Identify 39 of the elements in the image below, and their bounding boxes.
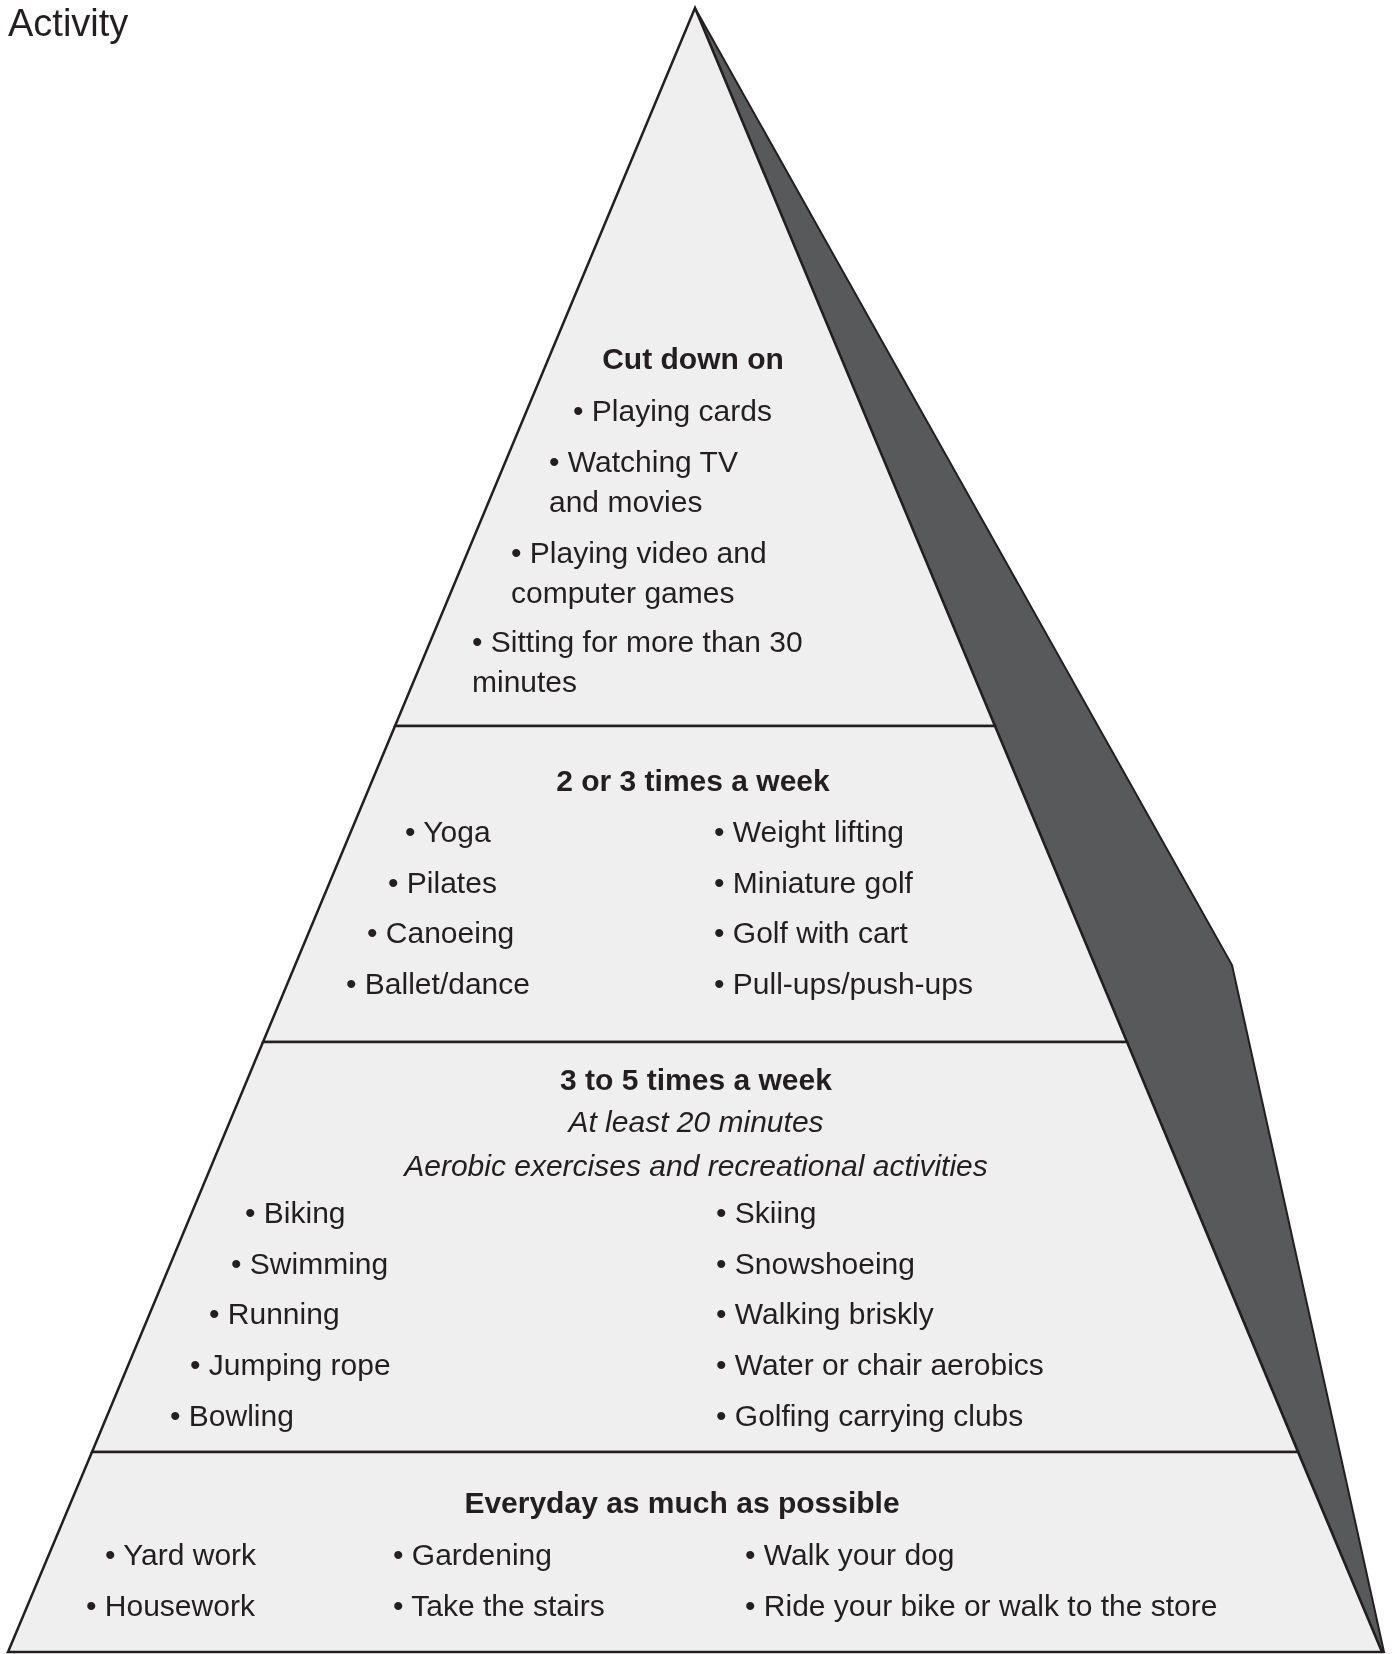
list-item: • Take the stairs	[393, 1588, 605, 1624]
list-item: • Walking briskly	[716, 1296, 934, 1332]
list-item: • Pull-ups/push-ups	[714, 966, 973, 1002]
tier-note: Aerobic exercises and recreational activities	[404, 1148, 988, 1184]
list-item: • Pilates	[388, 865, 497, 901]
list-item: • Golf with cart	[714, 915, 908, 951]
list-item: • Ballet/dance	[346, 966, 530, 1002]
list-item: • Playing cards	[573, 393, 772, 429]
title: Activity	[8, 2, 129, 45]
list-item: • Ride your bike or walk to the store	[745, 1588, 1218, 1624]
tier-heading: 3 to 5 times a week	[560, 1062, 832, 1098]
list-item: • Watching TV and movies	[549, 444, 739, 520]
list-item: • Swimming	[231, 1246, 389, 1282]
list-item: • Miniature golf	[714, 865, 913, 901]
list-item: • Housework	[86, 1588, 255, 1624]
pyramid-tier	[395, 8, 995, 726]
list-item: • Running	[209, 1296, 340, 1332]
tier-heading: 2 or 3 times a week	[556, 763, 830, 799]
list-item: • Walk your dog	[745, 1537, 955, 1573]
list-item: • Sitting for more than 30 minutes	[472, 624, 804, 700]
list-item: • Yard work	[105, 1537, 257, 1573]
list-item: • Water or chair aerobics	[716, 1347, 1044, 1383]
list-item: • Weight lifting	[714, 814, 905, 850]
list-item: • Golfing carrying clubs	[716, 1398, 1024, 1434]
pyramid-tier	[263, 726, 1127, 1042]
tier-heading: Cut down on	[602, 341, 784, 377]
list-item: • Canoeing	[367, 915, 515, 951]
list-item: • Playing video and computer games	[511, 535, 768, 611]
tier-heading: Everyday as much as possible	[464, 1485, 900, 1521]
list-item: • Bowling	[170, 1398, 294, 1434]
list-item: • Jumping rope	[190, 1347, 391, 1383]
list-item: • Yoga	[405, 814, 491, 850]
list-item: • Snowshoeing	[716, 1246, 915, 1282]
list-item: • Skiing	[716, 1195, 817, 1231]
pyramid-tier	[8, 1452, 1382, 1652]
tier-note: At least 20 minutes	[568, 1104, 824, 1140]
pyramid-tier	[92, 1042, 1298, 1452]
list-item: • Biking	[245, 1195, 346, 1231]
list-item: • Gardening	[393, 1537, 552, 1573]
